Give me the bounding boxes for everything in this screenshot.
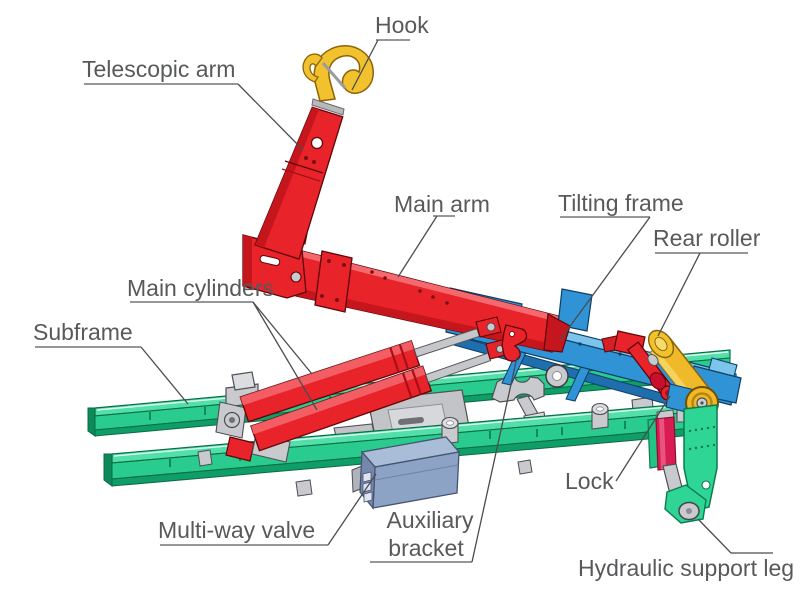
leg-rivets bbox=[688, 425, 716, 451]
cylinder-front-band-1 bbox=[401, 372, 413, 399]
main-arm-flange bbox=[314, 250, 353, 313]
multi-way-valve bbox=[351, 436, 461, 510]
auxiliary-bracket bbox=[501, 324, 528, 362]
labels: Hook Telescopic arm Main arm Tilting fra… bbox=[33, 12, 794, 581]
telescopic-arm-joint-line-2 bbox=[281, 168, 321, 182]
rear-roller bbox=[647, 329, 719, 420]
label-telescopic-arm: Telescopic arm bbox=[82, 56, 304, 151]
leg-cylinder bbox=[655, 416, 677, 471]
label-main-cylinders: Main cylinders bbox=[127, 275, 318, 411]
front-rail-rivets bbox=[169, 421, 626, 467]
cylinder-rear-band-2 bbox=[398, 344, 410, 370]
main-arm bbox=[242, 230, 571, 353]
main-arm-elbow-shade bbox=[243, 235, 252, 287]
telescopic-arm-hole bbox=[310, 136, 324, 150]
cylinder-rear-pin bbox=[486, 322, 496, 332]
main-cylinder-rear bbox=[215, 339, 421, 439]
cylinder-front-base-clevis bbox=[225, 436, 255, 462]
label-main-arm: Main arm bbox=[394, 191, 490, 278]
label-subframe: Subframe bbox=[33, 319, 189, 405]
label-tilting-frame-text: Tilting frame bbox=[558, 190, 684, 216]
label-rear-roller: Rear roller bbox=[653, 225, 761, 337]
telescopic-arm-dot-2 bbox=[312, 160, 316, 164]
front-rail-highlight bbox=[113, 402, 716, 457]
main-arm-beam-shadow bbox=[296, 288, 553, 352]
tilting-frame-tab bbox=[557, 288, 593, 332]
label-hydraulic-support-leg: Hydraulic support leg bbox=[578, 518, 794, 581]
telescopic-arm-joint-line-1 bbox=[284, 160, 324, 174]
leg-hole bbox=[701, 480, 711, 490]
leg-cylinder-highlight bbox=[659, 418, 666, 470]
label-tilting-frame: Tilting frame bbox=[558, 190, 684, 341]
auxiliary-bracket-hole bbox=[509, 331, 515, 337]
elbow-bolt bbox=[290, 271, 302, 283]
telescopic-arm bbox=[254, 106, 344, 260]
telescopic-arm-dot-1 bbox=[304, 156, 308, 160]
label-auxiliary-bracket-line2: bracket bbox=[388, 535, 464, 561]
hook-safety-latch bbox=[321, 62, 347, 89]
hook-tip bbox=[302, 53, 323, 83]
label-telescopic-arm-text: Telescopic arm bbox=[82, 56, 235, 82]
lug-mid bbox=[591, 402, 609, 430]
main-arm-bolts bbox=[370, 270, 449, 305]
cylinder-rear-highlight bbox=[240, 340, 414, 406]
cylinder-rear-pivot-pin bbox=[229, 417, 235, 423]
label-subframe-text: Subframe bbox=[33, 319, 133, 345]
label-lock-text: Lock bbox=[565, 468, 614, 494]
frame-pivot-hole bbox=[552, 371, 562, 381]
main-cylinder-front bbox=[225, 365, 433, 463]
cylinder-rear-band-1 bbox=[389, 347, 400, 373]
label-auxiliary-bracket-line1: Auxiliary bbox=[387, 507, 474, 533]
hook-collar bbox=[311, 98, 345, 116]
cylinder-front-rod bbox=[425, 352, 492, 383]
elbow-slot bbox=[259, 255, 281, 266]
label-hydraulic-support-leg-text: Hydraulic support leg bbox=[578, 555, 794, 581]
label-main-cylinders-text: Main cylinders bbox=[127, 275, 274, 301]
rear-roller-collar bbox=[647, 354, 659, 366]
front-rail-end-cap bbox=[103, 453, 113, 487]
mount-slot-1 bbox=[398, 416, 424, 426]
cylinder-front-highlight bbox=[250, 366, 426, 435]
valve-seam bbox=[374, 464, 459, 481]
leg-foot-hub bbox=[686, 508, 692, 514]
hook bbox=[302, 45, 374, 116]
rail-clamp-top bbox=[231, 371, 256, 391]
hydraulic-support-leg bbox=[647, 404, 718, 524]
label-hook-text: Hook bbox=[375, 12, 429, 38]
rear-roller-top-cap-inner bbox=[654, 336, 668, 352]
label-main-arm-text: Main arm bbox=[394, 191, 490, 217]
label-auxiliary-bracket: Auxiliary bracket bbox=[370, 356, 518, 563]
label-hook: Hook bbox=[351, 12, 429, 91]
label-rear-roller-text: Rear roller bbox=[653, 225, 761, 251]
rear-roller-axle bbox=[700, 401, 704, 405]
main-arm-beam-highlight bbox=[298, 250, 558, 322]
telescopic-arm-shade bbox=[255, 107, 319, 248]
auxiliary-bracket-claw bbox=[501, 324, 528, 362]
label-lock: Lock bbox=[565, 395, 671, 494]
rear-rail-end-cap bbox=[87, 407, 96, 437]
label-multi-way-valve: Multi-way valve bbox=[158, 473, 377, 546]
cylinder-front-band-2 bbox=[411, 369, 422, 395]
label-multi-way-valve-text: Multi-way valve bbox=[158, 517, 315, 543]
hook-body bbox=[313, 45, 374, 102]
main-arm-end-cap bbox=[543, 313, 571, 353]
